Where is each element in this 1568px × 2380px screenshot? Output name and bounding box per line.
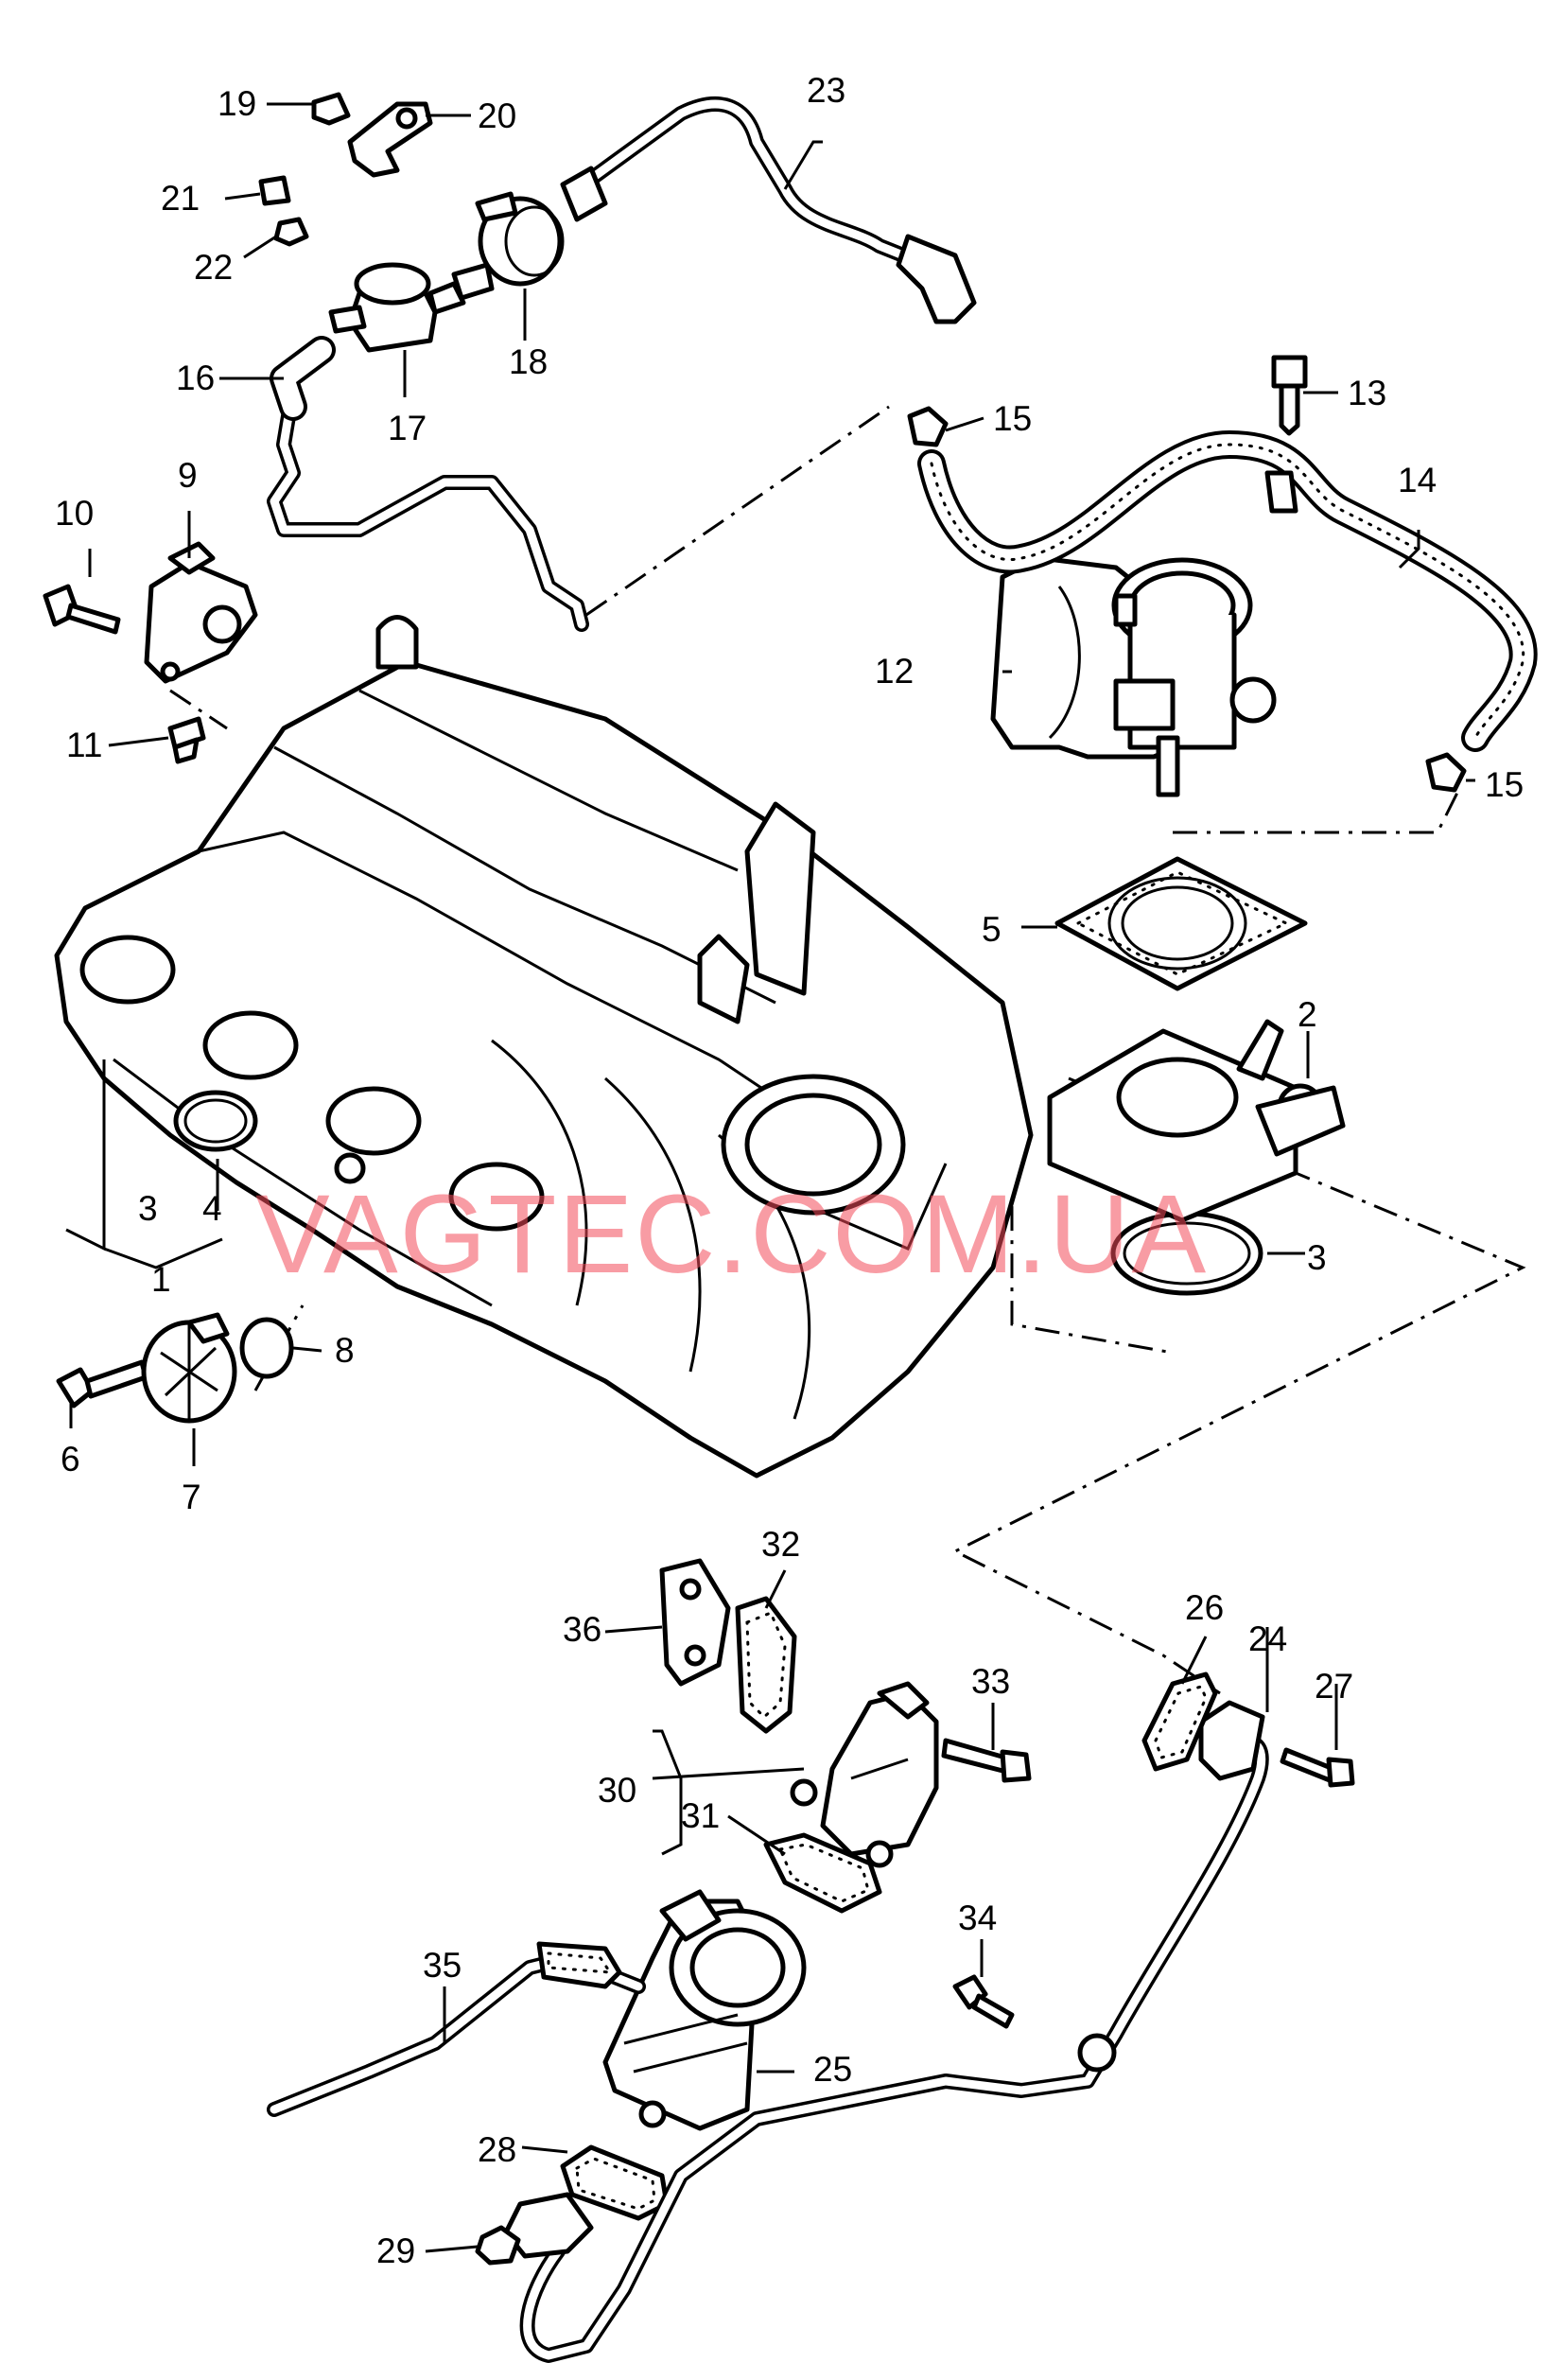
callout-21: 21 <box>161 179 200 218</box>
bolt-34[interactable] <box>952 1974 1015 2029</box>
callout-10: 10 <box>55 494 94 533</box>
bolt-33[interactable] <box>941 1738 1032 1783</box>
callout-30: 30 <box>598 1771 636 1810</box>
vacuum-hose[interactable] <box>917 430 1538 752</box>
callout-25: 25 <box>813 2050 852 2089</box>
callout-labels: 1 2 3 3 4 5 6 7 8 9 10 11 12 13 14 15 15… <box>55 71 1524 2270</box>
screw-21[interactable] <box>258 175 291 206</box>
leader-lines <box>65 102 1475 2253</box>
bracket-9[interactable] <box>144 541 258 684</box>
callout-24: 24 <box>1248 1619 1287 1658</box>
callout-33: 33 <box>971 1662 1010 1701</box>
breather-line[interactable] <box>267 336 589 632</box>
intake-seals[interactable] <box>173 1090 1263 1296</box>
callout-13: 13 <box>1348 374 1386 412</box>
callout-22: 22 <box>194 248 233 287</box>
callout-17: 17 <box>388 409 427 447</box>
callout-19: 19 <box>218 84 256 123</box>
callout-16: 16 <box>176 359 215 397</box>
breather-hose-23[interactable] <box>560 96 977 324</box>
nut-22[interactable] <box>273 217 309 247</box>
callout-26: 26 <box>1185 1588 1224 1627</box>
egr-valve-connection[interactable] <box>790 1681 939 1868</box>
egr-valve[interactable] <box>602 1889 807 2131</box>
callout-11: 11 <box>66 726 102 764</box>
callout-5: 5 <box>982 910 1002 949</box>
callout-14: 14 <box>1398 461 1437 499</box>
hose-clips[interactable] <box>907 406 1467 793</box>
intake-manifold[interactable] <box>54 615 1034 1479</box>
callout-35: 35 <box>423 1946 462 1985</box>
throttle-gasket[interactable] <box>1054 856 1308 991</box>
callout-32: 32 <box>761 1525 800 1564</box>
callout-12: 12 <box>875 652 914 691</box>
callout-8: 8 <box>335 1331 355 1370</box>
pressure-regulating-valve[interactable] <box>328 262 495 353</box>
callout-3-right: 3 <box>1307 1238 1327 1277</box>
callout-7: 7 <box>182 1478 201 1516</box>
callout-20: 20 <box>478 96 516 135</box>
gasket-31[interactable] <box>763 1832 882 1914</box>
bolt-27[interactable] <box>1280 1747 1355 1788</box>
callout-23: 23 <box>807 71 845 110</box>
callout-3-left: 3 <box>138 1189 158 1228</box>
egr-pipe[interactable] <box>503 1700 1269 2363</box>
callout-27: 27 <box>1315 1667 1353 1706</box>
clamp-18[interactable] <box>475 191 565 287</box>
gasket-26[interactable] <box>1141 1671 1218 1772</box>
callout-4: 4 <box>202 1189 222 1228</box>
intermediate-flange[interactable] <box>1047 1019 1346 1223</box>
callout-15-top: 15 <box>993 399 1032 438</box>
callout-6: 6 <box>61 1440 80 1479</box>
valve-7[interactable] <box>141 1312 237 1424</box>
cap-8[interactable] <box>239 1317 294 1379</box>
gasket-32[interactable] <box>735 1596 797 1734</box>
bolt-11[interactable] <box>167 716 206 764</box>
callout-15-right: 15 <box>1485 765 1524 804</box>
throttle-valve-control-unit[interactable] <box>990 555 1277 797</box>
callout-1: 1 <box>151 1260 171 1299</box>
gasket-36[interactable] <box>659 1558 731 1687</box>
callout-9: 9 <box>178 456 198 495</box>
callout-18: 18 <box>509 342 548 381</box>
nut-29[interactable] <box>475 2225 521 2266</box>
watermark-text: VAGTEC.COM.UA <box>255 1172 1208 1297</box>
screw-19[interactable] <box>311 92 351 126</box>
bolt-10[interactable] <box>43 584 121 635</box>
sensor-35[interactable] <box>267 1941 646 2117</box>
screw-6[interactable] <box>56 1359 148 1409</box>
callout-34: 34 <box>958 1899 997 1937</box>
callout-2: 2 <box>1298 995 1317 1034</box>
callout-28: 28 <box>478 2130 516 2169</box>
callout-36: 36 <box>563 1610 601 1649</box>
bracket-20[interactable] <box>347 101 433 178</box>
bolt-13[interactable] <box>1271 355 1308 436</box>
callout-31: 31 <box>681 1796 720 1835</box>
callout-29: 29 <box>376 2231 415 2270</box>
